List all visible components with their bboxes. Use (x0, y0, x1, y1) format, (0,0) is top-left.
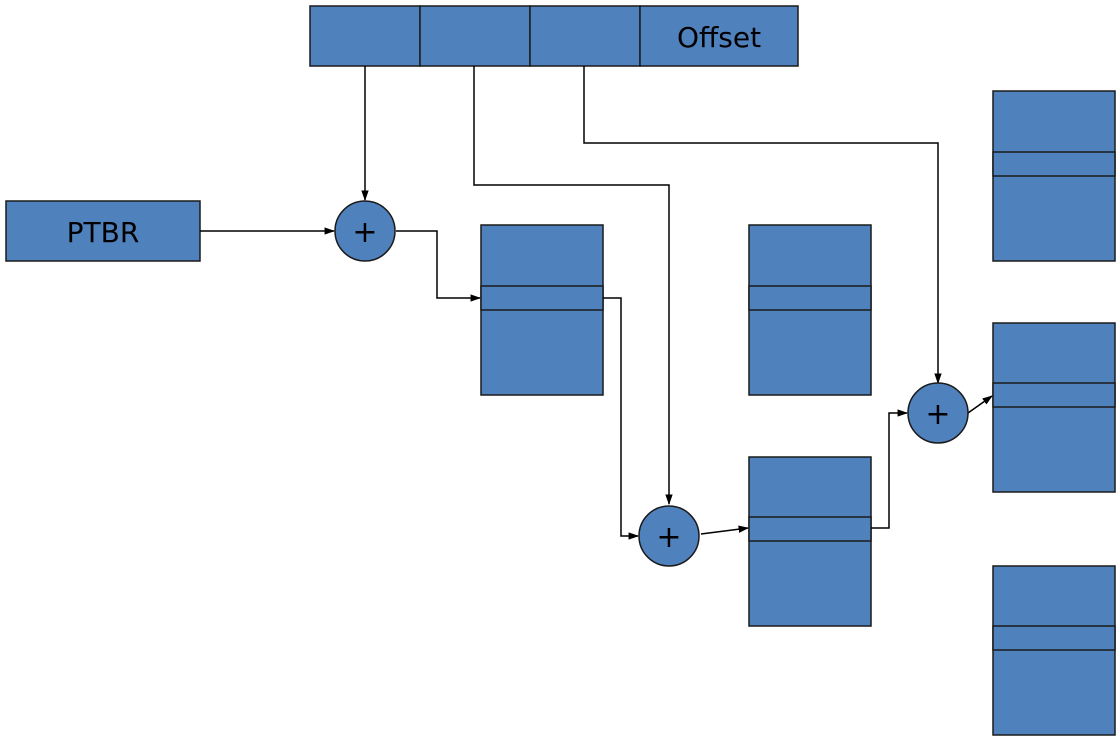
ptbr-box (5, 200, 201, 262)
table-entry (480, 285, 604, 311)
plus-icon: + (352, 215, 377, 250)
address-field-level1 (309, 5, 421, 67)
table1-entry-to-adder2-arrow (603, 297, 640, 540)
plus-icon: + (656, 520, 681, 555)
connections (200, 66, 993, 540)
ptbr-label: PTBR (67, 216, 140, 249)
address-field-offset (639, 5, 799, 67)
plus-icon: + (925, 397, 950, 432)
adder-circle (334, 200, 396, 262)
adder-1: + (334, 200, 396, 262)
page-table-level3-selected (992, 322, 1116, 493)
adder-2: + (638, 505, 700, 567)
adder1-to-table1-arrow (396, 230, 482, 302)
virtual-address: Offset (309, 5, 799, 67)
level2-index-arrow (473, 66, 673, 506)
page-table-level3-bottom (992, 565, 1116, 736)
adder-3: + (907, 382, 969, 444)
page-table-level3-top (992, 90, 1116, 262)
table-entry (748, 516, 872, 542)
adder-circle (907, 382, 969, 444)
address-field-level3 (529, 5, 641, 67)
level3-index-arrow (583, 66, 942, 385)
ptbr-register: PTBR (5, 200, 201, 262)
table-entry (992, 625, 1116, 651)
page-table-level2-unused (748, 224, 872, 396)
adder3-to-table3-arrow (967, 395, 993, 414)
adder2-to-table2-arrow (700, 525, 750, 535)
table-entry (992, 382, 1116, 408)
page-table-level1 (480, 224, 604, 396)
table-entry (992, 151, 1116, 177)
page-table-level2 (748, 456, 872, 627)
address-field-level2 (419, 5, 531, 67)
table-entry (748, 285, 872, 311)
table2-entry-to-adder3-arrow (871, 409, 909, 529)
adder-circle (638, 505, 700, 567)
offset-label: Offset (677, 21, 761, 54)
